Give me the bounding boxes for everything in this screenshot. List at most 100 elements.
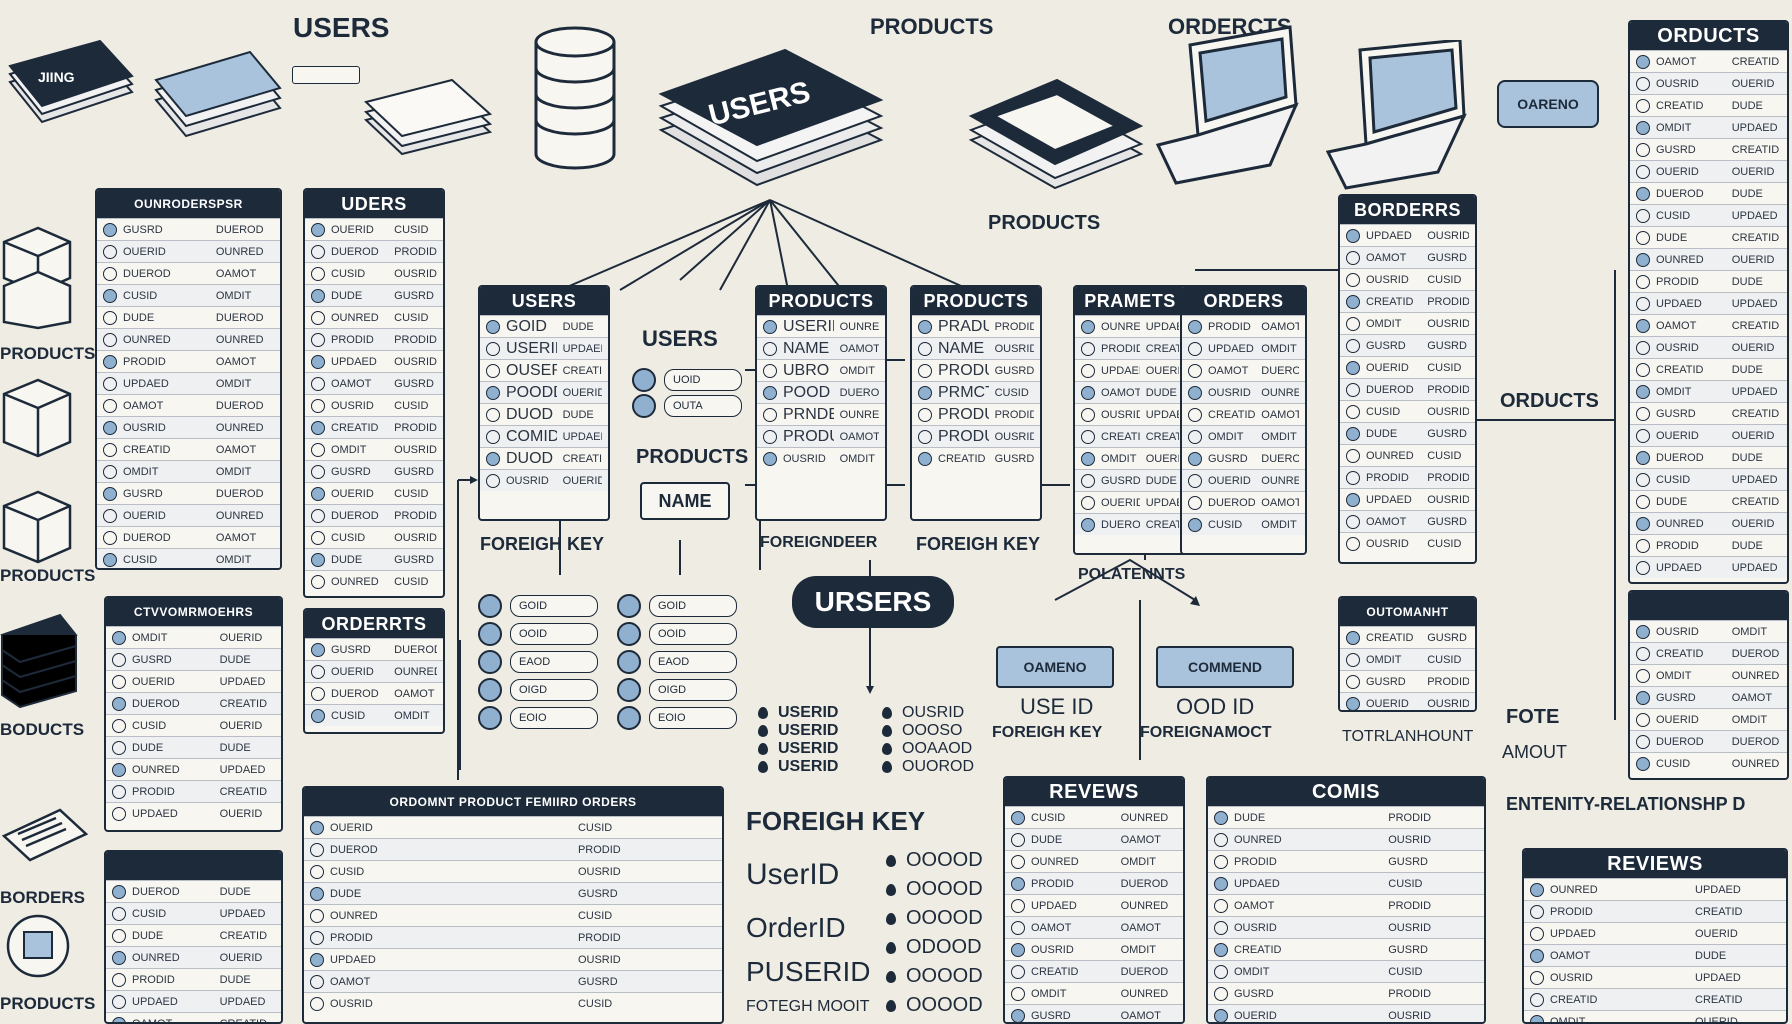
key-icon <box>1346 316 1360 331</box>
key-icon <box>1636 734 1650 749</box>
key-icon <box>112 784 126 799</box>
products-mid-label: PRODUCTS <box>988 212 1101 234</box>
key-icon <box>1636 712 1650 727</box>
jiing-label: JIING <box>38 69 75 85</box>
key-icon <box>763 319 777 334</box>
key-icon <box>112 652 126 667</box>
key-icon <box>103 376 117 391</box>
products-table-2: PRODUCTSPRADUIDPRODIDNAMEOUSRIDPRODUCTSG… <box>910 285 1042 521</box>
user-id-list: USERID USERID USERID USERID <box>758 704 838 776</box>
id-pill: OOID <box>478 622 598 646</box>
key-icon <box>1346 448 1360 463</box>
key-icon <box>1530 948 1544 963</box>
id-item: OOOOD <box>886 846 983 875</box>
table-header: ORDERRTS <box>305 610 443 638</box>
key-icon <box>763 341 777 356</box>
amount-label: AMOUT <box>1502 742 1567 762</box>
key-icon <box>1081 473 1095 488</box>
key-icon <box>1346 250 1360 265</box>
key-icon <box>112 762 126 777</box>
key-icon <box>486 385 500 400</box>
table-header: ORDUCTS <box>1630 22 1787 50</box>
key-icon <box>112 696 126 711</box>
pramets-table: PRAMETSOUNREDUPDAEDPRODIDCREATIDUPDAEDOU… <box>1073 285 1187 555</box>
key-icon <box>1636 560 1650 575</box>
id-item: OOOOD <box>886 991 983 1020</box>
stacked-book-icon: JIING <box>0 22 140 132</box>
table-row: PRADUIDPRODID <box>912 315 1040 337</box>
id-item: USERID <box>758 740 838 758</box>
id-item: USERID <box>758 722 838 740</box>
key-icon <box>1636 54 1650 69</box>
key-icon <box>918 319 932 334</box>
relations-label: POLATENNTS <box>1078 566 1186 583</box>
key-icon <box>1081 385 1095 400</box>
key-icon <box>310 864 324 879</box>
key-icon <box>1188 429 1202 444</box>
key-icon <box>103 354 117 369</box>
key-icon <box>310 908 324 923</box>
key-icon <box>1636 494 1650 509</box>
order-id-list: OUSRID OOOSO OOAAOD OUOROD <box>882 704 974 776</box>
laptop-icon <box>1150 25 1300 185</box>
key-icon <box>918 429 932 444</box>
key-icon <box>1346 294 1360 309</box>
key-icon <box>1530 882 1544 897</box>
key-icon <box>1081 363 1095 378</box>
foreign-key-label: FOREIGH KEY <box>480 534 605 554</box>
key-icon <box>1081 319 1095 334</box>
key-icon <box>1346 382 1360 397</box>
key-icon <box>112 884 126 899</box>
key-icon <box>311 642 325 657</box>
key-icon <box>1636 406 1650 421</box>
key-icon <box>103 420 117 435</box>
key-icon <box>1636 384 1650 399</box>
orderrts-table: ORDERRTSGUSRDDUERODOUERIDOUNREDDUERODOAM… <box>303 608 445 734</box>
table-header: PRAMETS <box>1075 287 1185 315</box>
key-icon <box>1081 517 1095 532</box>
key-icon <box>1346 536 1360 551</box>
stacked-document-icon <box>965 60 1145 220</box>
left-products-label: PRODUCTS <box>0 344 96 363</box>
key-icon <box>103 486 117 501</box>
